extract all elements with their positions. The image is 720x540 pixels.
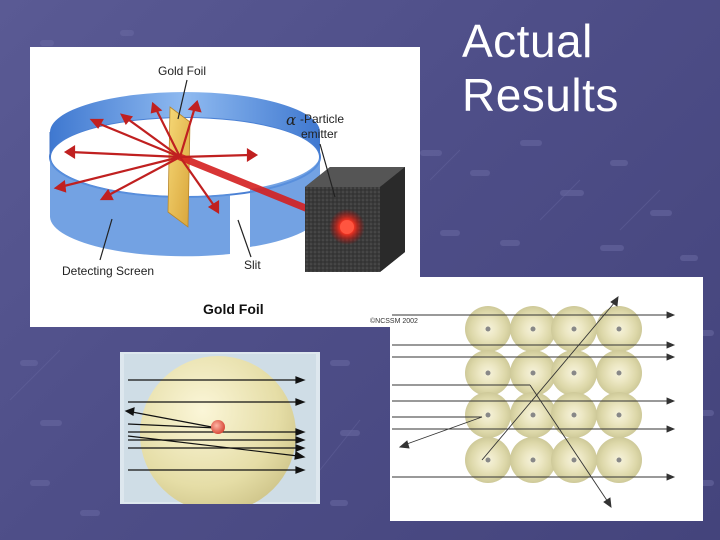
title-line-1: Actual [462,14,702,68]
single-atom-figure [120,352,320,504]
slit-label: Slit [244,258,261,272]
atom-lattice-figure [390,277,703,521]
gold-foil-label: Gold Foil [158,64,206,78]
single-atom-drawing [120,352,320,504]
apparatus-caption: Gold Foil [203,301,264,317]
gold-foil-apparatus-figure: Gold Foil α -Particle emitter Detecting … [30,47,420,327]
title-line-2: Results [462,68,702,122]
apparatus-drawing [30,47,420,327]
particle-label: -Particle [300,112,344,126]
emitter-label: emitter [301,127,338,141]
alpha-symbol: α [286,111,296,129]
copyright-text: ©NCSSM 2002 [370,318,418,325]
atom-lattice-drawing [390,277,703,521]
detecting-screen-label: Detecting Screen [62,264,154,278]
atom-grid [465,306,642,483]
slide-title: Actual Results [462,14,702,122]
